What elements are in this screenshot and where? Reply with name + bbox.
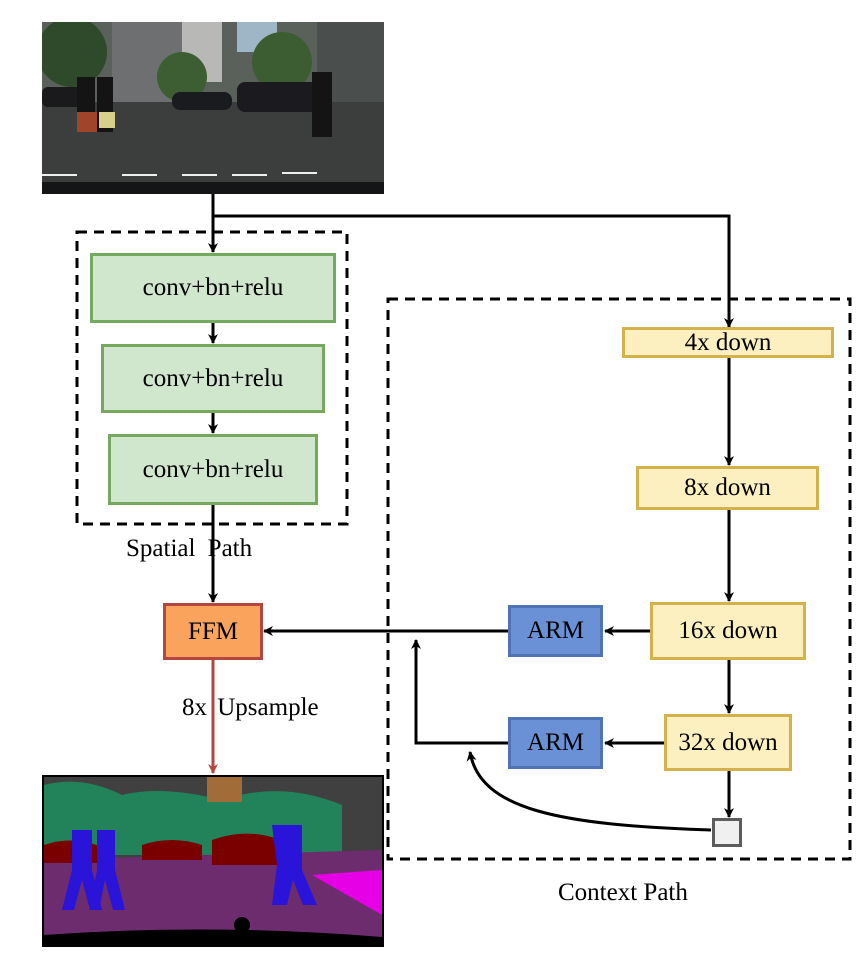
- context-path-group-border: [386, 297, 852, 861]
- context-32x-down-block: 32x down: [664, 714, 792, 771]
- context-path-label: Context Path: [558, 879, 688, 906]
- spatial-path-label: Spatial Path: [126, 535, 253, 562]
- context-8x-down-block: 8x down: [636, 466, 819, 510]
- edge-input-to-4x: [213, 214, 734, 328]
- input-image: [42, 22, 384, 194]
- context-4x-down-block: 4x down: [622, 327, 834, 358]
- arm-block-1: ARM: [508, 605, 603, 657]
- output-segmentation-image: [42, 775, 384, 947]
- spatial-conv-block-3: conv+bn+relu: [108, 434, 318, 505]
- edge-pool-to-arm2-output: [466, 751, 712, 832]
- global-pool-node: [712, 818, 742, 847]
- arm-block-2: ARM: [508, 717, 603, 769]
- edge-arm2-to-sum: [411, 639, 508, 745]
- segmentation-art: [42, 775, 384, 947]
- context-16x-down-block: 16x down: [650, 602, 806, 660]
- input-photo-art: [42, 22, 384, 194]
- spatial-conv-block-1: conv+bn+relu: [90, 253, 336, 323]
- spatial-conv-block-2: conv+bn+relu: [101, 344, 325, 413]
- upsample-label: 8x Upsample: [182, 694, 319, 721]
- ffm-block: FFM: [163, 603, 263, 660]
